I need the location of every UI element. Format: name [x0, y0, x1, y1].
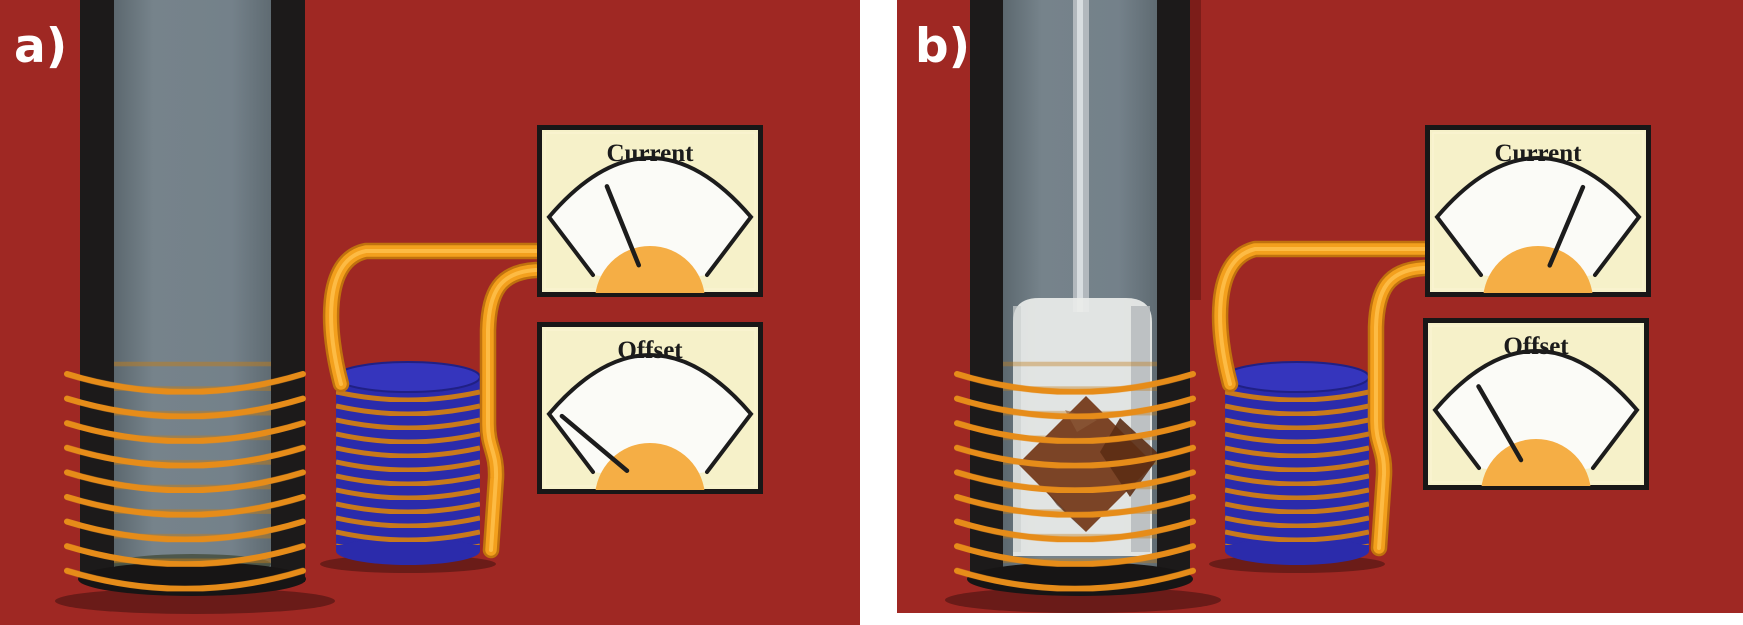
pickup-coil-top [1224, 361, 1370, 393]
sample-rod [1073, 0, 1089, 312]
wire-meter-to-pickup-coil [1367, 259, 1433, 557]
cryostat-tube [954, 0, 1201, 596]
pickup-coil-windings [336, 388, 480, 545]
current-meter-title: Current [1494, 140, 1582, 167]
panel-a-label: a) [14, 19, 67, 74]
current-meter-title: Current [606, 140, 694, 167]
meter-dial-outline [1434, 156, 1642, 277]
offset-meter: Offset [1423, 318, 1649, 490]
panel-b: Current Offset b) [897, 0, 1743, 613]
pickup-coil [335, 361, 481, 565]
wire-meter-to-pickup-coil [479, 261, 545, 559]
meter-dial [1435, 351, 1637, 472]
current-meter: Current [537, 125, 763, 297]
current-meter: Current [1425, 125, 1651, 297]
offset-meter-title: Offset [617, 337, 683, 364]
meter-hub [1483, 246, 1593, 293]
wire-coil-to-current-meter [1211, 240, 1433, 393]
meter-dial-outline [1432, 349, 1640, 470]
drive-coil-windings [64, 370, 306, 592]
lead-wires [1211, 240, 1433, 557]
meter-hub [595, 443, 705, 490]
panel-b-label: b) [915, 19, 970, 74]
pickup-coil-windings [1225, 388, 1369, 545]
pickup-coil [1224, 361, 1370, 565]
current-meter-needle [604, 184, 642, 268]
offset-meter-needle [559, 413, 630, 473]
offset-meter: Offset [537, 322, 763, 494]
wire-coil-to-current-meter [322, 242, 545, 393]
meter-hub [595, 246, 705, 293]
pickup-coil-top [335, 361, 481, 393]
current-meter-needle [1547, 184, 1586, 268]
tube-side-shadow [1190, 0, 1201, 300]
meter-dial-outline [546, 156, 754, 277]
tube-shadow [945, 587, 1221, 613]
offset-meter-title: Offset [1503, 333, 1569, 360]
panel-a: Current Offset a) [0, 0, 860, 625]
meter-hub [1481, 439, 1591, 486]
tube-shadow [55, 588, 335, 614]
lead-wires [322, 242, 545, 559]
offset-meter-needle [1476, 384, 1524, 463]
cryostat-tube [64, 0, 306, 596]
meter-dial-outline [546, 353, 754, 474]
drive-coil-windings [954, 370, 1196, 592]
meter-dial [549, 158, 751, 279]
meter-dial [1437, 158, 1639, 279]
